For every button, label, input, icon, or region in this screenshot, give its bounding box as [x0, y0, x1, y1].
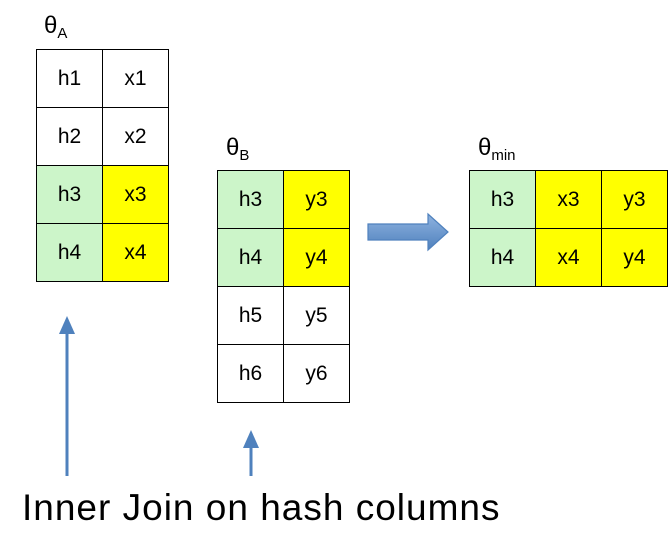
table-cell: y3: [601, 170, 668, 229]
table-cell: x3: [102, 165, 169, 224]
caption: Inner Join on hash columns: [22, 487, 501, 528]
table-cell: y6: [283, 344, 350, 403]
table-a-label-main: θ: [44, 12, 58, 39]
table-a-label-sub: A: [57, 25, 68, 42]
table-cell: h1: [36, 49, 103, 108]
table-row: h3 x3 y3: [469, 170, 668, 229]
table-row: h6 y6: [217, 344, 350, 403]
table-cell: x4: [102, 223, 169, 282]
table-a: h1 x1 h2 x2 h3 x3 h4 x4: [36, 49, 169, 282]
table-min-label-main: θ: [478, 134, 492, 161]
table-row: h4 x4 y4: [469, 228, 668, 287]
table-b: h3 y3 h4 y4 h5 y5 h6 y6: [217, 170, 350, 403]
table-cell: x4: [535, 228, 602, 287]
table-cell: y4: [283, 228, 350, 287]
table-cell: h2: [36, 107, 103, 166]
table-cell: h3: [217, 170, 284, 229]
table-a-label: θA: [44, 12, 67, 42]
table-row: h4 x4: [36, 223, 169, 282]
table-row: h2 x2: [36, 107, 169, 166]
table-cell: h3: [469, 170, 536, 229]
table-b-label-sub: B: [239, 147, 250, 164]
table-cell: h4: [36, 223, 103, 282]
table-min: h3 x3 y3 h4 x4 y4: [469, 170, 668, 287]
table-cell: x1: [102, 49, 169, 108]
table-cell: h6: [217, 344, 284, 403]
up-arrow-icon: [243, 430, 259, 476]
table-cell: h5: [217, 286, 284, 345]
table-b-label: θB: [226, 134, 249, 164]
table-row: h3 y3: [217, 170, 350, 229]
up-arrow-icon: [59, 316, 75, 476]
table-b-label-main: θ: [226, 134, 240, 161]
table-min-label: θmin: [478, 134, 516, 164]
table-row: h3 x3: [36, 165, 169, 224]
table-cell: x2: [102, 107, 169, 166]
table-cell: y3: [283, 170, 350, 229]
table-row: h4 y4: [217, 228, 350, 287]
table-cell: h3: [36, 165, 103, 224]
table-cell: y5: [283, 286, 350, 345]
table-cell: x3: [535, 170, 602, 229]
right-block-arrow-icon: [367, 212, 449, 252]
table-cell: y4: [601, 228, 668, 287]
table-min-label-sub: min: [491, 147, 516, 164]
table-row: h5 y5: [217, 286, 350, 345]
table-cell: h4: [217, 228, 284, 287]
table-cell: h4: [469, 228, 536, 287]
table-row: h1 x1: [36, 49, 169, 108]
